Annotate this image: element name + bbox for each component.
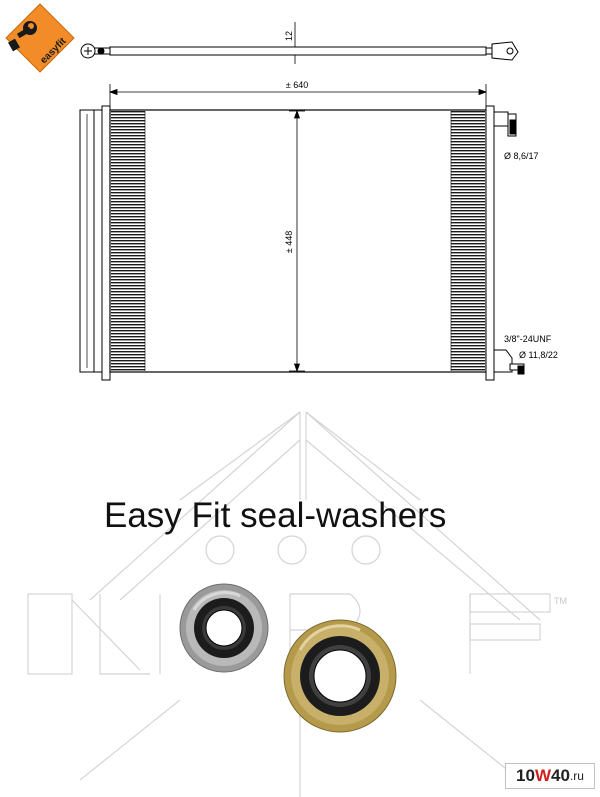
height-label: ± 448 bbox=[284, 231, 294, 253]
inlet-connector bbox=[493, 349, 525, 375]
condenser-front-view bbox=[79, 105, 525, 381]
nrf-watermark bbox=[27, 411, 551, 797]
seal-washer-large bbox=[283, 619, 397, 733]
wrench-icon bbox=[8, 21, 37, 52]
headline: Easy Fit seal-washers bbox=[104, 496, 447, 535]
outlet-connector bbox=[493, 111, 517, 137]
height-dimension bbox=[289, 109, 305, 373]
site-badge-part3: 40 bbox=[551, 766, 570, 785]
easyfit-logo: easyfit bbox=[5, 3, 75, 73]
thread-label: 3/8"-24UNF bbox=[504, 334, 552, 344]
site-badge-part1: 10 bbox=[516, 766, 535, 785]
width-dimension bbox=[108, 84, 488, 108]
width-label: ± 640 bbox=[286, 80, 308, 90]
site-badge-part4: .ru bbox=[569, 769, 584, 783]
seal-washer-small bbox=[179, 583, 269, 673]
top-view bbox=[80, 41, 519, 61]
trademark-label: TM bbox=[554, 596, 567, 606]
thickness-dimension bbox=[288, 22, 302, 64]
inlet-pipe-label: Ø 11,8/22 bbox=[519, 350, 558, 360]
outlet-pipe-label: Ø 8,6/17 bbox=[504, 151, 539, 161]
thickness-label: 12 bbox=[284, 31, 294, 41]
site-badge-part2: W bbox=[534, 766, 552, 785]
